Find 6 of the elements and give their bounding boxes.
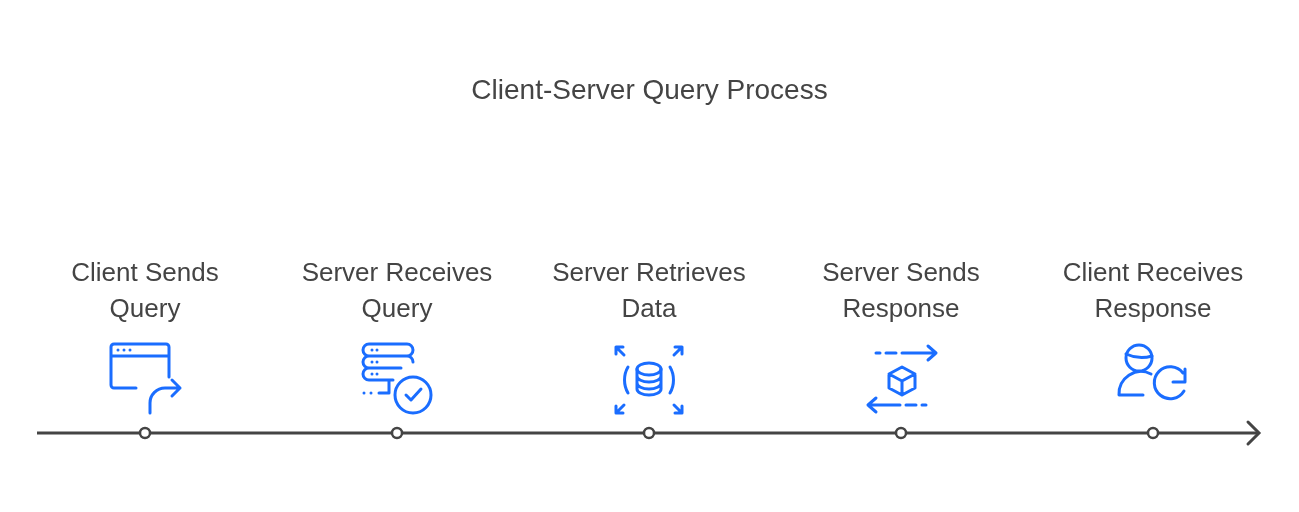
step-label: Server Receives Query [300, 256, 494, 325]
diagram-title: Client-Server Query Process [470, 74, 829, 106]
step-label: Server Sends Response [821, 256, 981, 325]
step-label: Client Receives Response [1061, 256, 1245, 325]
step-label: Server Retrieves Data [551, 256, 747, 325]
step-label: Client Sends Query [70, 256, 220, 325]
